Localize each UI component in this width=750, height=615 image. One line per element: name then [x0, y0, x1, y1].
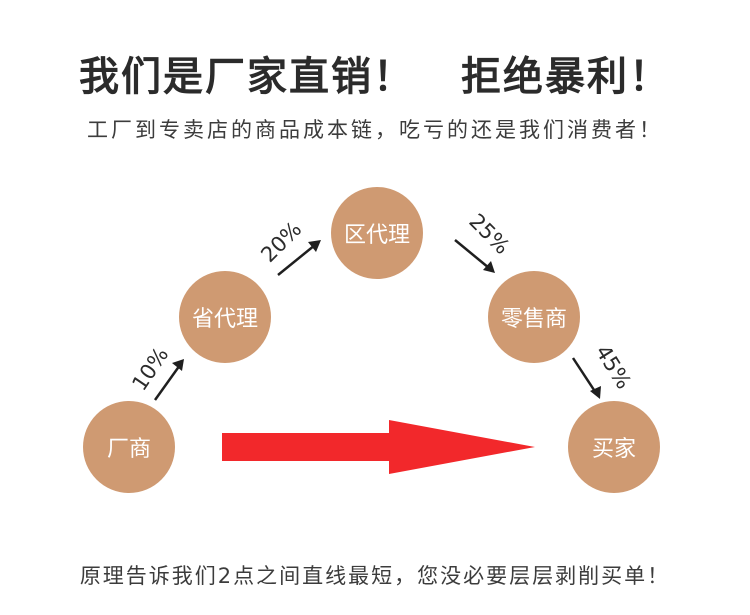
arrow-retailer-to-buyer	[571, 357, 601, 399]
title-no-profiteering: 拒绝暴利！	[461, 54, 671, 100]
footer-note: 原理告诉我们2点之间直线最短，您没必要层层剥削买单！	[79, 564, 671, 588]
arrow-factory-to-province	[153, 359, 184, 401]
arrow-district-to-retailer	[454, 239, 495, 273]
arrow-province-to-district	[277, 240, 321, 276]
node-district-agent: 区代理	[331, 187, 423, 279]
page-title: 我们是厂家直销！ 拒绝暴利！	[0, 44, 750, 102]
node-province-agent: 省代理	[179, 271, 271, 363]
node-buyer: 买家	[568, 401, 660, 493]
node-factory: 厂商	[83, 401, 175, 493]
subtitle: 工厂到专卖店的商品成本链，吃亏的还是我们消费者！	[87, 118, 663, 142]
direct-sales-arrow	[222, 420, 535, 474]
title-direct-sales: 我们是厂家直销！	[79, 54, 415, 100]
node-retailer: 零售商	[488, 271, 580, 363]
